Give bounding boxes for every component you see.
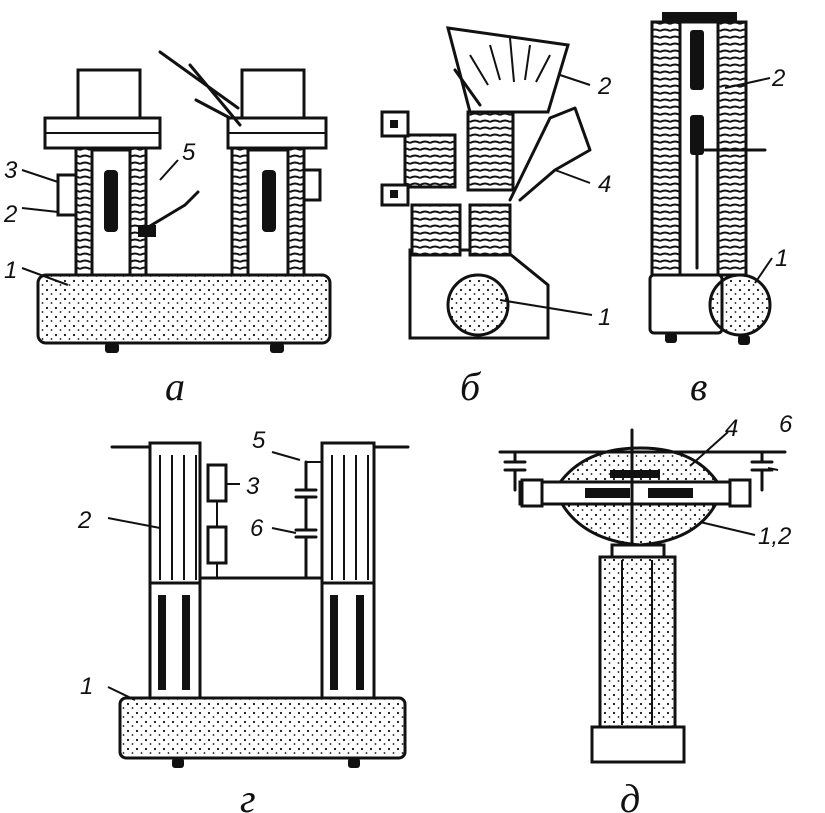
panel-g-chamber-right-top [320, 441, 376, 585]
panel-b-callout-4: 4 [598, 171, 611, 198]
panel-d-caption: д [620, 776, 640, 813]
panel-a: 3 2 1 5 а [3, 50, 332, 409]
panel-g-callout-3: 3 [246, 473, 260, 500]
panel-b-arc-rays [469, 37, 551, 86]
panel-g-chamber-left-bottom [148, 581, 202, 700]
panel-d-end-right [728, 478, 752, 508]
panel-v-caption: в [690, 364, 707, 409]
panel-d: 4 6 1,2 д [498, 411, 793, 813]
panel-g-resistor-top [206, 463, 228, 503]
panel-b-arc-horn [453, 68, 482, 107]
panel-b-bellows-right-bottom [468, 203, 512, 257]
panel-b-bellows-left-bottom [410, 203, 462, 257]
panel-a-pole-left-cap [76, 68, 142, 120]
panel-d-callout-6: 6 [779, 411, 793, 438]
panel-d-contact-right [648, 488, 693, 498]
panel-v-corrugation-left [650, 20, 682, 277]
panel-d-callout-4: 4 [725, 415, 738, 442]
panel-a-callout-5: 5 [182, 139, 196, 166]
panel-b-caption: б [460, 364, 482, 409]
panel-d-contact-bar [610, 470, 660, 478]
panel-v-callout-1: 1 [775, 245, 788, 272]
panel-a-insulator-base [36, 273, 332, 345]
panel-b-contact-arm [508, 106, 592, 202]
panel-a-foot-right [270, 343, 284, 353]
panel-g-plates-right [331, 455, 369, 580]
panel-a-callout-3: 3 [4, 157, 18, 184]
panel-b: 2 4 1 б [380, 26, 611, 409]
panel-d-neck [610, 543, 666, 559]
panel-d-callout-12: 1,2 [758, 523, 791, 550]
panel-v-contact-moving [690, 115, 704, 155]
panel-g-caption: г [240, 776, 256, 813]
panel-a-pole-right-resistor [302, 168, 322, 202]
panel-g-chamber-right-bottom [320, 581, 376, 700]
panel-b-insulator-round [446, 273, 510, 337]
panel-d-contact-tube [518, 480, 752, 506]
panel-v-contact-fixed [690, 30, 704, 90]
panel-a-knife-blade [158, 50, 242, 127]
panel-g-callout-6: 6 [250, 515, 264, 542]
panel-a-lever [138, 190, 200, 234]
panel-v-callout-2: 2 [771, 65, 785, 92]
panel-a-lever-pivot [138, 225, 156, 237]
panel-a-pole-left [43, 68, 162, 277]
panel-b-terminal-bottom-bolt [390, 190, 398, 198]
panel-g-callout-5: 5 [252, 427, 266, 454]
panel-d-capacitor-right [750, 450, 774, 492]
panel-a-pole-right-cap [240, 68, 306, 120]
panel-d-capacitor-left [503, 450, 527, 492]
panel-b-callout-2: 2 [597, 73, 611, 100]
panel-g-resistor-bottom [206, 525, 228, 565]
panel-b-terminal-top-bolt [390, 120, 398, 128]
panel-a-pole-left-resistor [56, 173, 78, 217]
panel-g-plates-left [159, 455, 197, 580]
panel-a-pole-right [226, 68, 328, 277]
panel-d-end-left [520, 478, 544, 508]
panel-a-caption: а [165, 364, 185, 409]
panel-a-callout-2: 2 [3, 201, 17, 228]
panel-g-capacitors [294, 460, 318, 580]
panel-d-contact-left [585, 488, 630, 498]
panel-b-arc-chute [445, 26, 570, 114]
panel-d-foot [590, 725, 686, 764]
panel-b-bellows-left-top [403, 133, 457, 189]
panel-b-bellows-right-top [466, 110, 515, 192]
panel-a-pole-left-slot [104, 170, 118, 232]
panel-v: 2 1 в [648, 12, 788, 409]
panel-g-mechanism-box [198, 576, 324, 700]
panel-v-insulator-round [708, 273, 772, 337]
panel-g: 2 1 3 5 6 г [77, 427, 410, 813]
panel-a-pole-right-slot [262, 170, 276, 232]
panel-d-column [598, 555, 677, 729]
panel-g-chamber-left-top [148, 441, 202, 585]
panel-g-callout-1: 1 [80, 673, 93, 700]
panel-b-terminal-top [380, 110, 410, 138]
panel-a-foot-left [105, 343, 119, 353]
panel-a-callout-1: 1 [4, 257, 17, 284]
panel-b-callout-1: 1 [598, 304, 611, 331]
panel-g-insulator-base [118, 696, 407, 760]
panel-g-callout-2: 2 [77, 507, 91, 534]
